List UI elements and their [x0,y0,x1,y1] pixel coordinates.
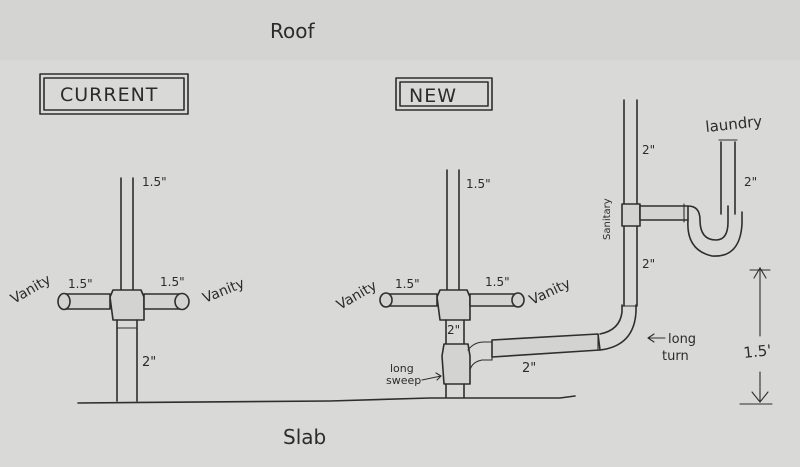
current-title: CURRENT [60,84,158,106]
sanitary-label: Sanitary [602,198,613,240]
new-left-arm-size: 1.5" [395,277,420,291]
laundry-label: laundry [705,112,764,136]
long-sweep-label-2: sweep [386,374,421,387]
long-turn-label-1: long [668,332,696,347]
new-drain-size: 2" [447,323,460,337]
current-title-box: CURRENT [39,73,189,115]
horizontal-run-size: 2" [522,361,536,376]
slab-line [77,395,576,404]
laundry-pipe-size: 2" [744,175,757,189]
long-turn-label-2: turn [662,349,689,364]
slab-label: Slab [283,425,326,449]
new-title: NEW [409,85,457,107]
new-vent-size: 1.5" [466,177,491,191]
long-sweep-arrow [421,372,442,381]
stack-upper-size: 2" [642,143,655,157]
long-sweep-label-1: long [390,362,414,375]
new-right-arm-size: 1.5" [485,275,510,289]
new-diagram [379,99,773,405]
height-dimension-label: 1.5' [743,341,773,362]
current-drain-size: 2" [142,355,156,370]
roof-label: Roof [270,19,315,43]
new-title-box: NEW [395,77,493,111]
stack-lower-size: 2" [642,257,655,271]
current-diagram [57,177,190,402]
current-right-arm-size: 1.5" [160,275,185,289]
current-left-arm-size: 1.5" [68,277,93,291]
current-vent-size: 1.5" [142,175,167,189]
